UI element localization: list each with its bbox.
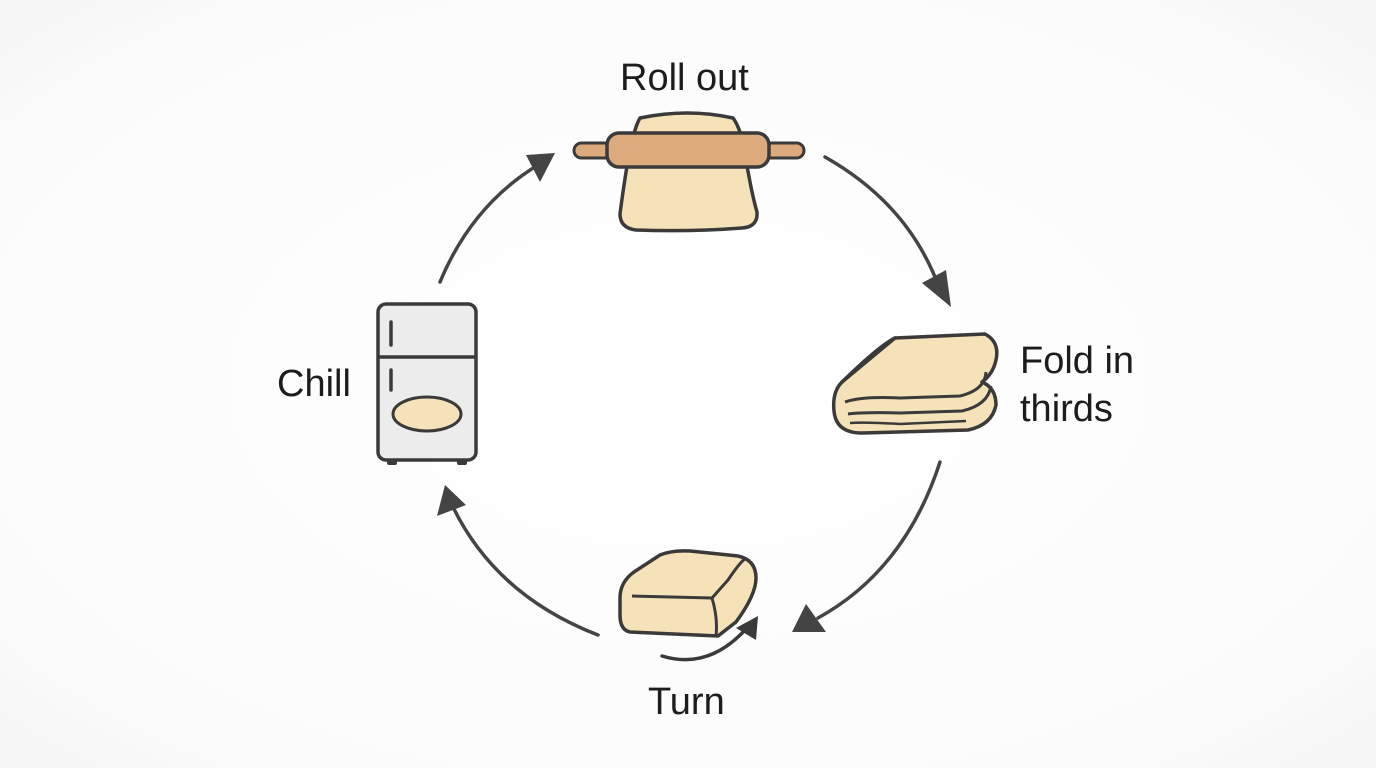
step-label-fold-line-2: thirds: [1020, 388, 1113, 430]
step-label-roll-out: Roll out: [620, 57, 749, 99]
step-label-chill: Chill: [277, 363, 351, 405]
arrow-chill-to-roll: [438, 153, 555, 284]
refrigerator-icon: [376, 302, 478, 465]
step-label-turn: Turn: [648, 681, 725, 723]
dough-block-turn-icon: [618, 549, 758, 662]
step-label-fold-line-1: Fold in: [1020, 340, 1135, 382]
folded-dough-icon: [831, 332, 999, 435]
arrow-roll-to-fold: [823, 155, 951, 307]
arrow-turn-to-chill: [437, 485, 600, 637]
arrow-fold-to-turn: [792, 460, 942, 632]
step-label-fold-in-thirds: Fold in thirds: [1020, 337, 1134, 433]
rolling-pin-dough-icon: [572, 111, 806, 233]
